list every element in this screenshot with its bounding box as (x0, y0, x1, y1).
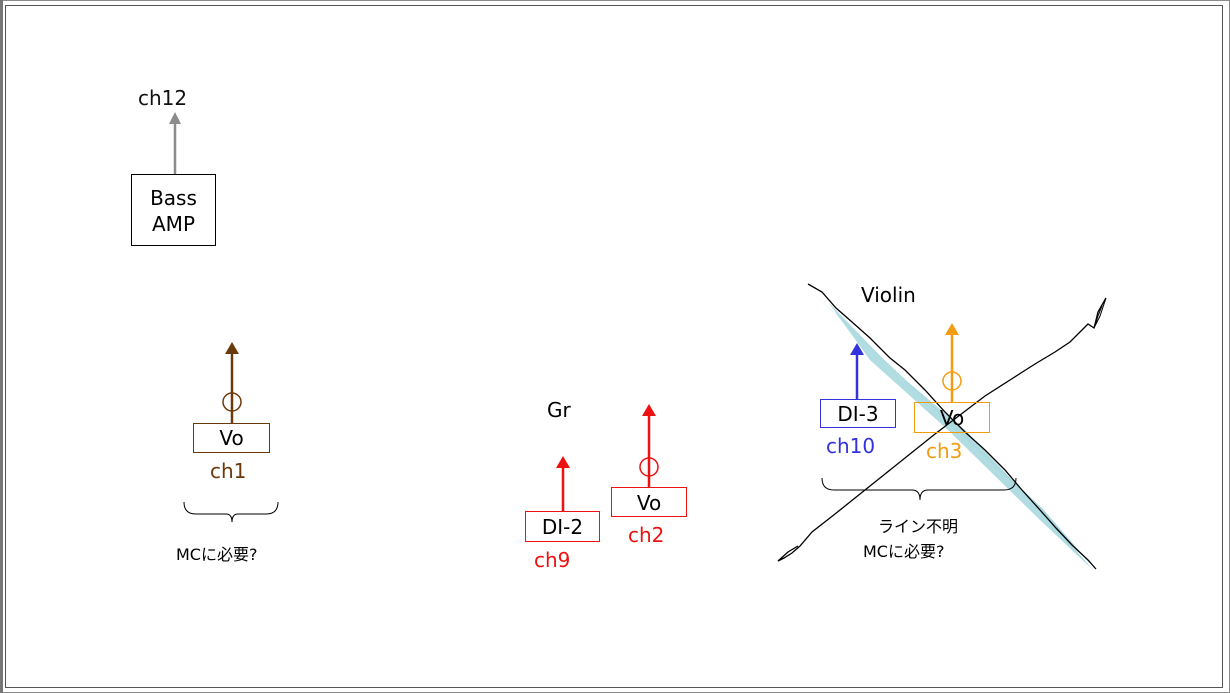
bass-arrow (169, 112, 181, 174)
strike-line-2 (777, 297, 1107, 562)
mic-circle-icon (222, 392, 242, 412)
vo-ch3-box-label: Vo (939, 406, 965, 430)
mic-circle-icon (639, 457, 659, 477)
vo-left-note: MCに必要? (176, 545, 258, 564)
brace-right (821, 477, 1017, 501)
violin-note-line2: MCに必要? (863, 542, 945, 561)
bass-amp-box: Bass AMP (131, 174, 216, 246)
di2-box-label: DI-2 (541, 515, 584, 539)
violin-note-line1: ライン不明 (878, 517, 959, 536)
bass-channel-label: ch12 (138, 86, 188, 110)
vo-ch3-arrow (942, 323, 962, 402)
vo-left-box: Vo (193, 423, 270, 453)
strike-line-2-detail (1093, 297, 1107, 329)
vo-left-arrow (222, 342, 242, 423)
di2-box: DI-2 (525, 511, 600, 542)
strike-shade-2 (828, 302, 1093, 570)
di3-channel: ch10 (826, 434, 876, 458)
bass-line2: AMP (152, 212, 195, 236)
brace-left (183, 501, 279, 523)
vo-ch2-box: Vo (611, 487, 687, 517)
vo-ch2-channel: ch2 (628, 523, 665, 547)
di2-arrow (556, 456, 570, 511)
vo-left-channel: ch1 (210, 459, 247, 483)
inner-frame (5, 5, 1223, 688)
strike-line-1 (807, 283, 1097, 570)
di3-box: DI-3 (820, 399, 896, 428)
violin-label: Violin (861, 283, 916, 307)
vo-left-box-label: Vo (219, 426, 244, 450)
vo-ch2-box-label: Vo (636, 491, 662, 515)
di3-box-label: DI-3 (837, 402, 879, 426)
guitar-label: Gr (547, 398, 571, 422)
di3-arrow (850, 343, 864, 399)
mic-circle-icon (942, 371, 962, 391)
vo-ch3-channel: ch3 (926, 439, 963, 463)
vo-ch2-arrow (639, 404, 659, 487)
vo-ch3-box: Vo (914, 402, 990, 433)
di2-channel: ch9 (534, 548, 571, 572)
left-edge-bar (0, 0, 3, 693)
bass-line1: Bass (150, 186, 197, 210)
